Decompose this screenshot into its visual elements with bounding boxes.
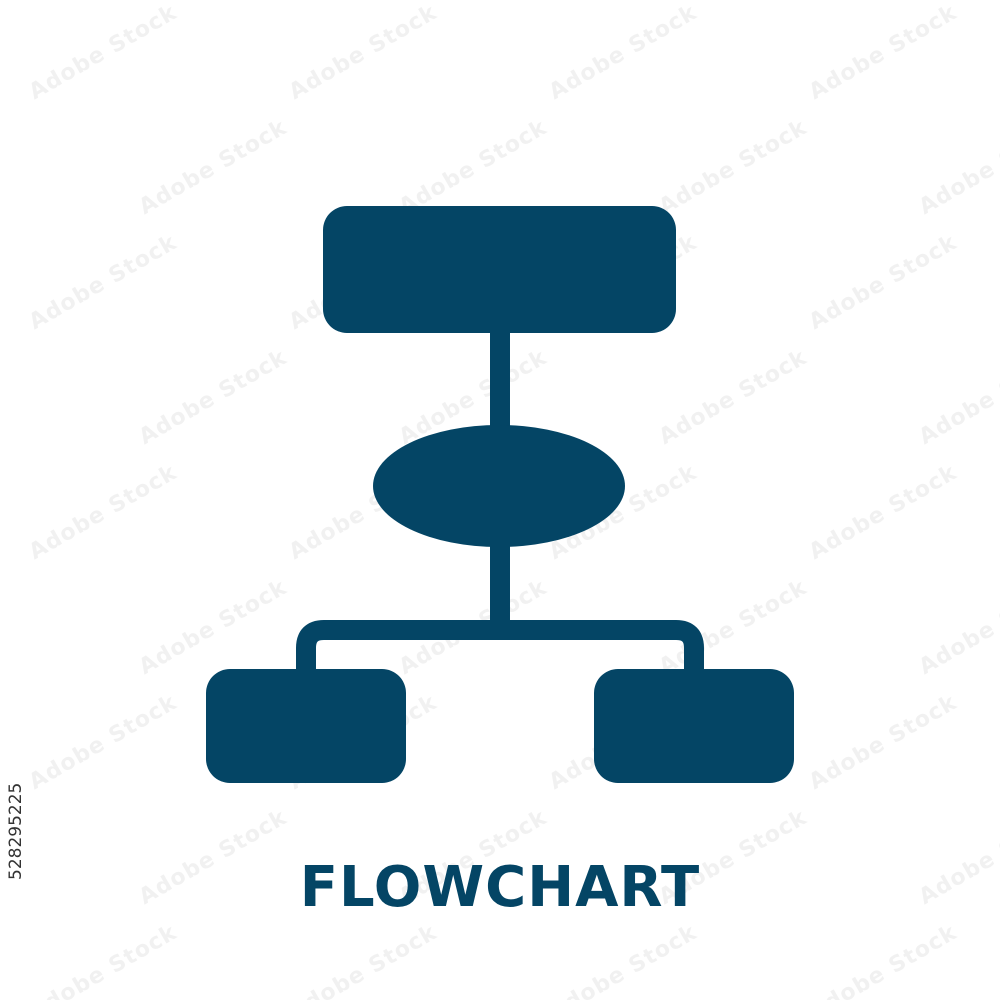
branch-connector bbox=[296, 620, 704, 672]
icon-caption: FLOWCHART bbox=[299, 855, 701, 920]
stock-id-label: 528295225 bbox=[6, 782, 26, 880]
top-connector-line bbox=[490, 330, 510, 430]
left-process-box bbox=[206, 669, 406, 783]
decision-ellipse bbox=[373, 425, 625, 547]
middle-connector-line bbox=[490, 544, 510, 626]
right-process-box bbox=[594, 669, 794, 783]
top-process-box bbox=[323, 206, 676, 333]
